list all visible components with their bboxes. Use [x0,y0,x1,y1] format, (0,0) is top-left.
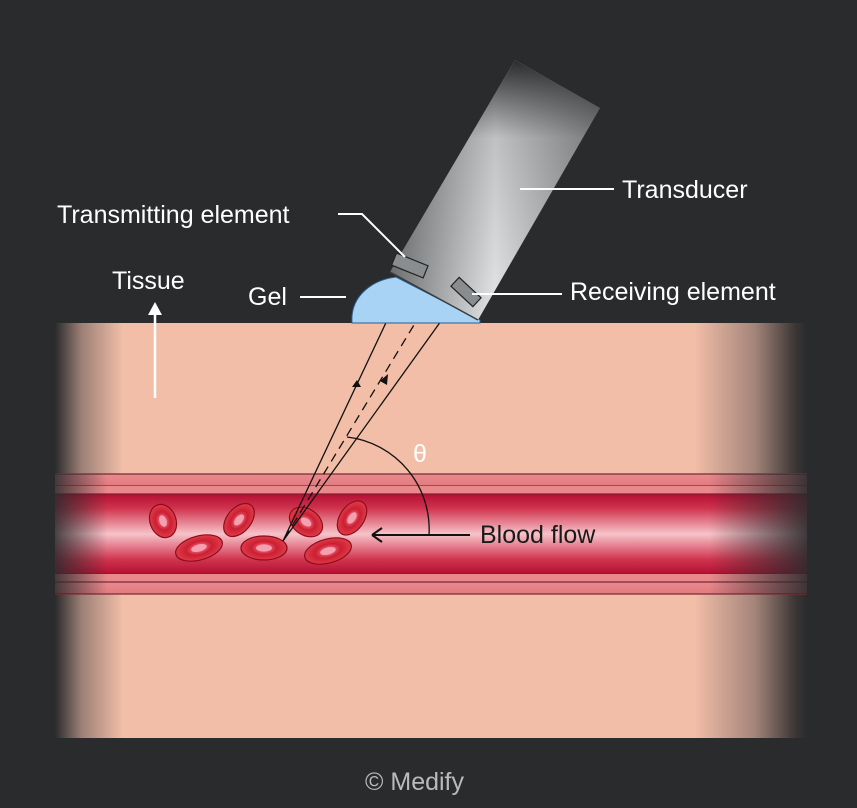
transducer [389,60,600,321]
red-blood-cell [148,503,178,539]
red-blood-cell [288,506,324,538]
red-blood-cell [223,502,255,538]
blood-flow-arrow: Blood flow [371,521,596,549]
tissue-label: Tissue [112,267,185,295]
copyright-text: © Medify [365,768,464,796]
red-blood-cell [336,500,368,536]
blood-flow-label: Blood flow [480,521,596,549]
beam-center-dashed [282,286,438,542]
red-blood-cell [240,535,288,561]
theta-label: θ [413,440,427,468]
red-blood-cell [175,534,223,562]
transmit-arrowhead [352,380,361,387]
receiving-element-callout: Receiving element [472,278,776,306]
transmitting-element [390,252,429,279]
received-beam [282,295,460,542]
transducer-label: Transducer [622,176,748,204]
red-blood-cells [148,500,368,565]
transducer-callout: Transducer [520,176,748,204]
red-blood-cell [304,537,352,565]
receiving-element-label: Receiving element [570,278,776,306]
transmitting-element-callout: Transmitting element [57,201,406,258]
theta-angle: θ [346,436,430,536]
receiving-element [450,276,482,308]
receive-arrowhead [380,374,388,385]
gel-label: Gel [248,283,287,311]
tissue-indicator: Tissue [112,267,185,398]
gel-callout: Gel [248,283,346,311]
transmitting-element-label: Transmitting element [57,201,290,229]
